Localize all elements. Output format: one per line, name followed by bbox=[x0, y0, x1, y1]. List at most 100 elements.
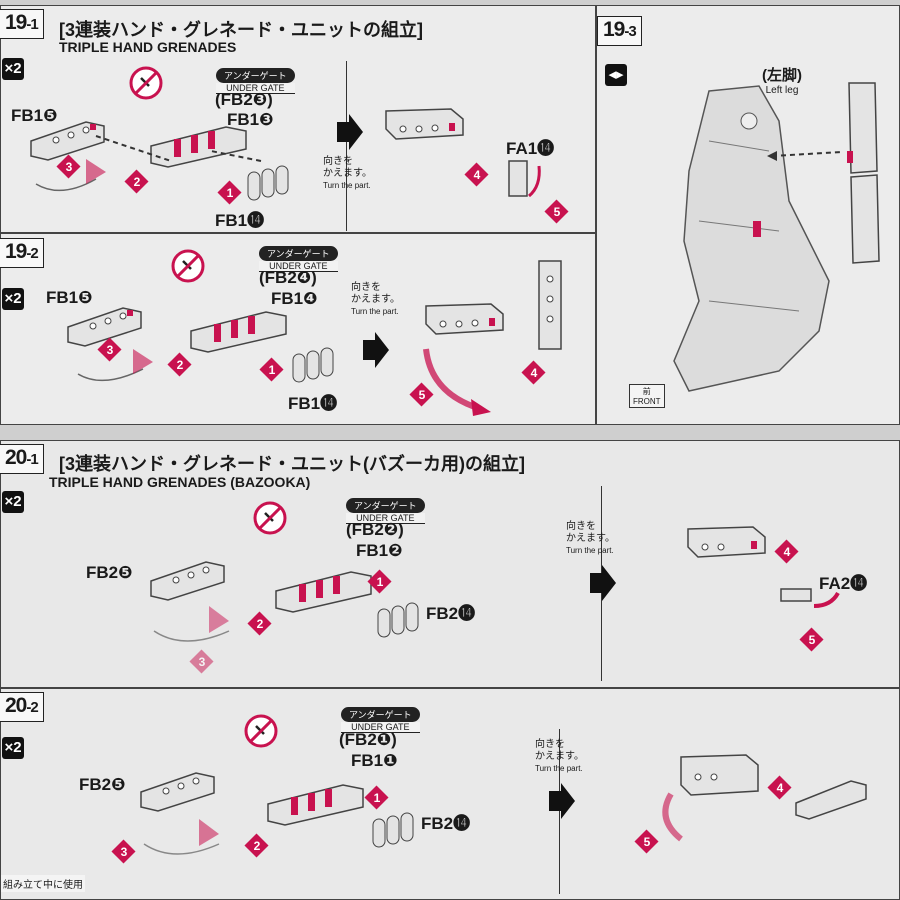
step-number: 20-1 bbox=[0, 444, 44, 474]
quantity-badge: ×2 bbox=[2, 491, 24, 513]
next-arrow-icon bbox=[337, 114, 363, 150]
next-arrow-icon bbox=[590, 565, 616, 601]
step-number-sub: -3 bbox=[624, 23, 636, 40]
dashed-assembly-lines bbox=[95, 135, 262, 162]
quantity-value: 2 bbox=[13, 60, 22, 77]
under-gate-badge: アンダーゲート UNDER GATE bbox=[341, 707, 420, 733]
panel-step-19-2: 19-2 ×2 アンダーゲート UNDER GATE (FB2❹) FB1❹ F… bbox=[0, 233, 596, 425]
quantity-value: 2 bbox=[13, 739, 22, 756]
step-marker-4: 4 bbox=[464, 162, 489, 187]
part-label-left: FB1❺ bbox=[46, 288, 93, 307]
fa-part bbox=[780, 588, 840, 608]
step-number-main: 19 bbox=[603, 18, 625, 41]
grenade-rack-part-left bbox=[67, 307, 142, 347]
under-gate-en: UNDER GATE bbox=[259, 261, 338, 272]
turn-en: Turn the part. bbox=[566, 546, 614, 555]
part-label-bottom: FB1⓮ bbox=[215, 211, 265, 230]
turn-part-note: 向きを かえます。 Turn the part. bbox=[535, 739, 584, 775]
quantity-badge: ×2 bbox=[2, 288, 24, 310]
turned-rack-part bbox=[680, 754, 759, 796]
curved-rotate-arrow bbox=[423, 348, 491, 416]
step-number: 20-2 bbox=[0, 692, 44, 722]
fa-part bbox=[508, 160, 541, 198]
divider-line bbox=[559, 729, 560, 894]
divider-line bbox=[346, 61, 347, 231]
step-number-main: 19 bbox=[5, 11, 27, 34]
panel-step-20-2: 20-2 ×2 アンダーゲート UNDER GATE (FB2❶) FB1❶ F… bbox=[0, 688, 900, 900]
turn-jp-2: かえます。 bbox=[323, 168, 372, 179]
section-title-en: TRIPLE HAND GRENADES (BAZOOKA) bbox=[49, 474, 311, 490]
under-gate-jp: アンダーゲート bbox=[259, 246, 338, 261]
under-gate-en: UNDER GATE bbox=[216, 83, 295, 94]
step-marker-1: 1 bbox=[217, 180, 242, 205]
part-label-left: FB2❺ bbox=[86, 563, 133, 582]
grenade-rack-part-center bbox=[275, 571, 372, 613]
under-gate-jp: アンダーゲート bbox=[346, 498, 425, 513]
step-marker-1: 1 bbox=[367, 569, 392, 594]
turned-rack-part bbox=[385, 108, 464, 140]
rack-end-part bbox=[795, 780, 867, 820]
dashed-assembly-line bbox=[767, 151, 843, 161]
part-label-gate: (FB2❸) bbox=[215, 90, 273, 109]
turn-en: Turn the part. bbox=[351, 307, 399, 316]
grenade-rack-part-left bbox=[150, 561, 225, 601]
rotate-arrow bbox=[35, 159, 106, 192]
step-number-sub: -2 bbox=[26, 699, 38, 716]
panel-step-19-1: 19-1 [3連装ハンド・グレネード・ユニットの組立] TRIPLE HAND … bbox=[0, 5, 596, 233]
under-gate-badge: アンダーゲート UNDER GATE bbox=[216, 68, 295, 94]
under-gate-badge: アンダーゲート UNDER GATE bbox=[259, 246, 338, 272]
turn-en: Turn the part. bbox=[323, 181, 371, 190]
no-nipper-icon bbox=[129, 66, 163, 100]
quantity-badge: ×2 bbox=[2, 58, 24, 80]
turn-jp-1: 向きを bbox=[351, 282, 381, 293]
step-marker-3: 3 bbox=[189, 649, 214, 674]
step-marker-1: 1 bbox=[364, 785, 389, 810]
step-number-main: 20 bbox=[5, 446, 27, 469]
section-title-jp: [3連装ハンド・グレネード・ユニットの組立] bbox=[59, 20, 423, 40]
turn-jp-1: 向きを bbox=[535, 739, 565, 750]
step-marker-2: 2 bbox=[244, 833, 269, 858]
front-en: FRONT bbox=[633, 397, 661, 406]
step-number-sub: -2 bbox=[26, 245, 38, 262]
step-marker-5: 5 bbox=[799, 627, 824, 652]
quantity-badge: ×2 bbox=[2, 737, 24, 759]
part-label-b: FB1❷ bbox=[356, 541, 403, 560]
under-gate-en: UNDER GATE bbox=[346, 513, 425, 524]
section-title-en: TRIPLE HAND GRENADES bbox=[59, 39, 237, 55]
no-nipper-icon bbox=[244, 714, 278, 748]
grenade-cylinders-part bbox=[372, 812, 414, 848]
step-number-main: 20 bbox=[5, 694, 27, 717]
rotate-arrow bbox=[143, 819, 220, 855]
step-number-sub: -1 bbox=[26, 16, 38, 33]
step-number-main: 19 bbox=[5, 240, 27, 263]
turn-en: Turn the part. bbox=[535, 764, 583, 773]
under-gate-jp: アンダーゲート bbox=[341, 707, 420, 722]
step-marker-1: 1 bbox=[259, 357, 284, 382]
rotate-arrow bbox=[153, 606, 230, 642]
part-label-gate: (FB2❹) bbox=[259, 268, 317, 287]
under-gate-en: UNDER GATE bbox=[341, 722, 420, 733]
grenade-cylinders-part bbox=[247, 165, 289, 201]
turn-jp-1: 向きを bbox=[323, 156, 353, 167]
grenade-rack-part-left bbox=[30, 121, 105, 161]
turn-jp-2: かえます。 bbox=[566, 533, 615, 544]
grenade-cylinders-part bbox=[377, 602, 419, 638]
part-label-fa: FA2⓮ bbox=[819, 574, 868, 593]
grenade-rack-part-center bbox=[190, 311, 287, 353]
turned-rack-part bbox=[687, 526, 766, 558]
turn-part-note: 向きを かえます。 Turn the part. bbox=[566, 521, 615, 557]
part-label-b: FB1❸ bbox=[227, 110, 274, 129]
turn-jp-2: かえます。 bbox=[351, 294, 400, 305]
turn-part-note: 向きを かえます。 Turn the part. bbox=[323, 156, 372, 192]
step-marker-4: 4 bbox=[521, 360, 546, 385]
step-marker-4: 4 bbox=[767, 775, 792, 800]
part-label-gate: (FB2❷) bbox=[346, 520, 404, 539]
front-indicator: 前 FRONT bbox=[629, 384, 665, 408]
left-leg-label: (左脚) Left leg bbox=[762, 64, 802, 96]
step-marker-4: 4 bbox=[774, 539, 799, 564]
quantity-value: 2 bbox=[13, 290, 22, 307]
side-toggle-icon: ◂▸ bbox=[605, 64, 627, 86]
under-gate-badge: アンダーゲート UNDER GATE bbox=[346, 498, 425, 524]
step-marker-3: 3 bbox=[97, 337, 122, 362]
step-number-sub: -1 bbox=[26, 451, 38, 468]
